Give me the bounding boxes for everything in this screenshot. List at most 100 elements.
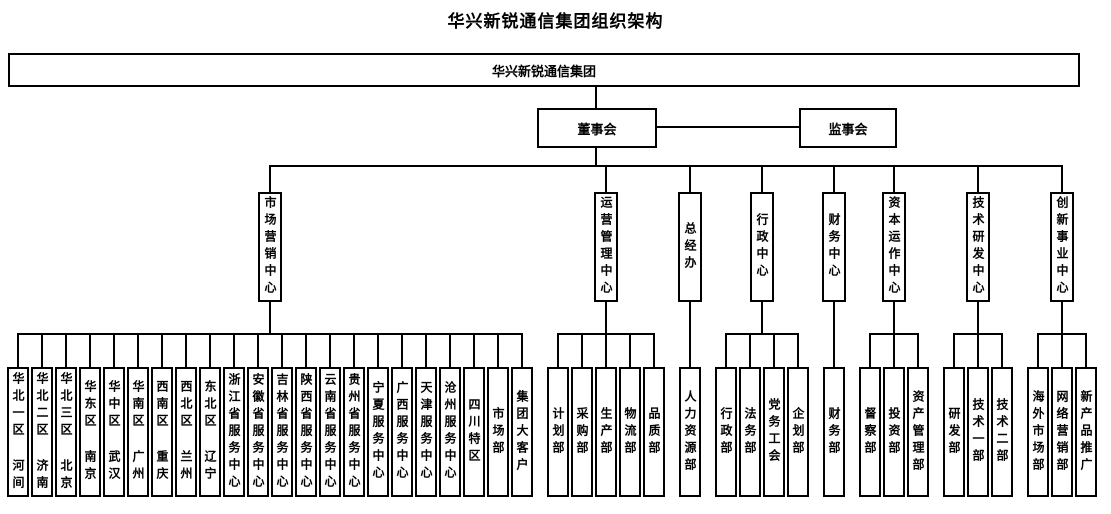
leaf-node: 海外市场部 bbox=[1027, 367, 1049, 497]
connector-line bbox=[378, 333, 390, 335]
connector-line bbox=[582, 333, 594, 335]
leaf-node: 网络营销部 bbox=[1051, 367, 1073, 497]
root-node-label: 华兴新锐通信集团 bbox=[491, 64, 596, 80]
connector-tick bbox=[17, 333, 19, 367]
org-leaf: 吉林省服务中心 bbox=[270, 333, 294, 497]
connector-tick bbox=[557, 333, 559, 367]
center-node-label: 技术研发中心 bbox=[971, 196, 985, 298]
children-row: 研发部技术一部技术二部 bbox=[942, 333, 1014, 497]
children-row: 财务部 bbox=[822, 333, 846, 497]
org-leaf: 法务部 bbox=[738, 333, 762, 497]
children-row: 人力资源部 bbox=[678, 333, 702, 497]
leaf-node: 集团大客户 bbox=[511, 367, 533, 497]
org-group: 创新事业中心海外市场部网络营销部新产品推广 bbox=[1020, 165, 1104, 497]
connector-tick bbox=[281, 333, 283, 367]
leaf-node-label: 研发部 bbox=[947, 406, 961, 458]
connector-tick bbox=[797, 333, 799, 367]
connector-line bbox=[90, 333, 102, 335]
leaf-node-label: 西南区 重庆 bbox=[155, 380, 169, 484]
connector-line bbox=[786, 333, 798, 335]
connector-line bbox=[126, 333, 138, 335]
leaf-node-label: 督察部 bbox=[863, 406, 877, 458]
connector-line bbox=[390, 333, 402, 335]
leaf-node: 华北二区 济南 bbox=[31, 367, 53, 497]
connector-tick bbox=[89, 333, 91, 367]
connector-line bbox=[306, 333, 318, 335]
org-leaf: 计划部 bbox=[546, 333, 570, 497]
connector-tick bbox=[893, 333, 895, 367]
connector-tick bbox=[161, 333, 163, 367]
connector-line bbox=[258, 333, 270, 335]
leaf-node-label: 吉林省服务中心 bbox=[275, 372, 289, 492]
org-leaf: 华东区 南京 bbox=[78, 333, 102, 497]
org-leaf: 技术二部 bbox=[990, 333, 1014, 497]
connector-line bbox=[138, 333, 150, 335]
connector-line bbox=[936, 165, 978, 167]
connector-tick bbox=[521, 333, 523, 367]
connector-line bbox=[906, 333, 918, 335]
connector-tick bbox=[425, 333, 427, 367]
connector-tick bbox=[629, 333, 631, 367]
connector-line bbox=[270, 165, 540, 167]
leaf-node-label: 网络营销部 bbox=[1055, 389, 1069, 475]
connector-line bbox=[816, 165, 834, 167]
connector-line bbox=[270, 333, 282, 335]
leaf-node-label: 华北一区 河间 bbox=[11, 371, 25, 493]
center-node: 技术研发中心 bbox=[966, 192, 990, 302]
connector-tick bbox=[605, 333, 607, 367]
center-node-label: 运营管理中心 bbox=[599, 196, 613, 298]
connector-line bbox=[540, 165, 606, 167]
connector-line bbox=[606, 333, 618, 335]
leaf-node-label: 贵州省服务中心 bbox=[347, 372, 361, 492]
center-node-label: 市场营销中心 bbox=[263, 196, 277, 298]
org-leaf: 安徽省服务中心 bbox=[246, 333, 270, 497]
connector-tick bbox=[953, 333, 955, 367]
connector-line bbox=[893, 302, 895, 333]
leaf-node-label: 投资部 bbox=[887, 406, 901, 458]
org-leaf: 华北三区 北京 bbox=[54, 333, 78, 497]
connector-tick bbox=[185, 333, 187, 367]
connector-line bbox=[605, 302, 607, 333]
connector-line bbox=[726, 333, 738, 335]
org-leaf: 网络营销部 bbox=[1050, 333, 1074, 497]
connector-line bbox=[269, 302, 271, 333]
leaf-node: 研发部 bbox=[943, 367, 965, 497]
leaf-node: 华北一区 河间 bbox=[7, 367, 29, 497]
connector-line bbox=[234, 333, 246, 335]
connector-tick bbox=[1001, 333, 1003, 367]
leaf-node: 沧州服务中心 bbox=[439, 367, 461, 497]
leaf-node: 行政部 bbox=[715, 367, 737, 497]
leaf-node-label: 技术一部 bbox=[971, 398, 985, 466]
connector-line bbox=[738, 333, 750, 335]
org-leaf: 广西服务中心 bbox=[390, 333, 414, 497]
org-leaf: 华南区 广州 bbox=[126, 333, 150, 497]
connector-line bbox=[1061, 302, 1063, 333]
connector-tick bbox=[689, 333, 691, 367]
board-node-label: 董事会 bbox=[577, 122, 617, 138]
connector-line bbox=[342, 333, 354, 335]
connector-tick bbox=[257, 333, 259, 367]
connector-line bbox=[426, 333, 438, 335]
leaf-node-label: 华东区 南京 bbox=[83, 380, 97, 484]
leaf-node: 四川特区 bbox=[463, 367, 485, 497]
leaf-node-label: 党务工会 bbox=[767, 398, 781, 466]
connector-line bbox=[762, 165, 816, 167]
leaf-node-label: 东北区 辽宁 bbox=[203, 380, 217, 484]
connector-tick bbox=[233, 333, 235, 367]
leaf-node-label: 资产管理部 bbox=[911, 389, 925, 475]
connector-line bbox=[438, 333, 450, 335]
leaf-node-label: 集团大客户 bbox=[515, 389, 529, 475]
connector-line bbox=[318, 333, 330, 335]
connector-line bbox=[762, 333, 774, 335]
connector-line bbox=[761, 302, 763, 333]
connector-line bbox=[246, 333, 258, 335]
leaf-node-label: 物流部 bbox=[623, 406, 637, 458]
connector-line bbox=[210, 333, 222, 335]
connector-line bbox=[1050, 333, 1062, 335]
connector-line bbox=[66, 333, 78, 335]
connector-line bbox=[1038, 333, 1050, 335]
leaf-node: 技术一部 bbox=[967, 367, 989, 497]
connector-line bbox=[834, 165, 852, 167]
center-node: 资本运作中心 bbox=[882, 192, 906, 302]
org-leaf: 贵州省服务中心 bbox=[342, 333, 366, 497]
